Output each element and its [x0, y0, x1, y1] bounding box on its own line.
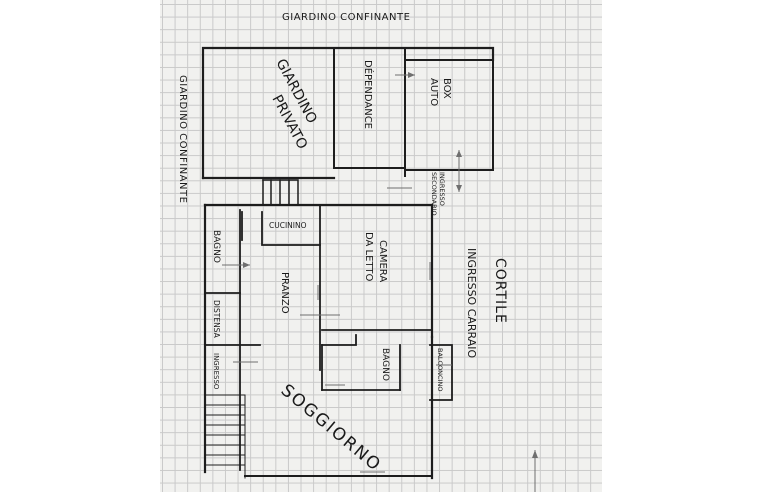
entry-steps: [262, 179, 299, 206]
label-bagno-mid: BAGNO: [380, 348, 390, 381]
label-box-2: AUTO: [428, 78, 439, 106]
label-box-1: BOX: [441, 78, 452, 99]
interior-walls: [204, 204, 453, 471]
label-ingresso: INGRESSO: [212, 353, 220, 390]
label-camera-1: CAMERA: [377, 240, 388, 282]
label-soggiorno: SOGGIORNO: [277, 381, 385, 477]
label-ingresso-carraio: INGRESSO CARRAIO: [465, 248, 478, 359]
label-camera-2: DA LETTO: [363, 232, 374, 281]
label-bagno-left: BAGNO: [211, 230, 221, 263]
label-cucinino: CUCININO: [269, 221, 307, 230]
label-dependance: DÉPENDANCE: [362, 60, 375, 129]
label-balconcino: BALCONCINO: [436, 348, 444, 391]
graph-paper-sheet: [160, 0, 602, 492]
label-giardino-left: GIARDINO CONFINANTE: [177, 75, 188, 203]
outer-walls: [201, 46, 495, 480]
exterior-stair: [204, 394, 246, 479]
label-pranzo: PRANZO: [279, 272, 290, 314]
door-marks: [222, 72, 462, 473]
annex-walls: [333, 47, 494, 177]
label-ingresso-secondario-1: INGRESSO: [438, 172, 446, 206]
label-giardino-top: GIARDINO CONFINANTE: [282, 12, 410, 23]
label-disimpegno: DISTENSA: [212, 300, 221, 339]
label-cortile: CORTILE: [492, 258, 508, 324]
gate-marker: [532, 450, 538, 492]
label-ingresso-secondario-2: SECONDARIO: [430, 172, 438, 216]
